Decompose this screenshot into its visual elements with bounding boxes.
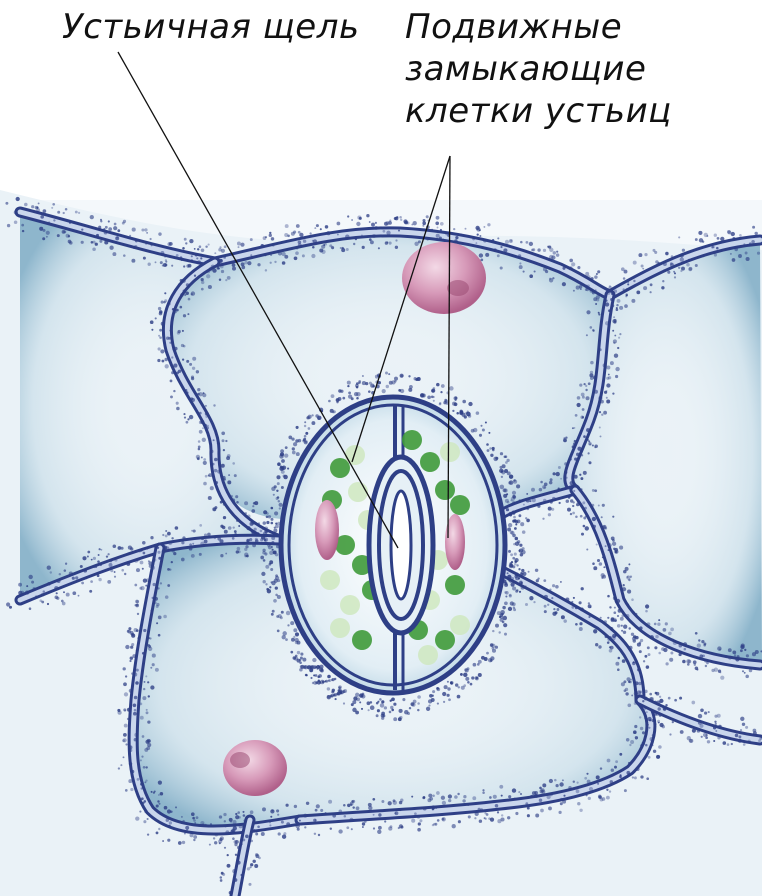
guard-nucleus-left — [315, 500, 339, 560]
chloroplast — [450, 615, 470, 635]
chloroplast — [450, 495, 470, 515]
chloroplast — [402, 430, 422, 450]
label-guard-line-2: замыкающие — [405, 48, 672, 90]
chloroplast — [345, 445, 365, 465]
label-guard-line-1: Подвижные — [405, 6, 672, 48]
chloroplast — [418, 645, 438, 665]
chloroplast — [435, 480, 455, 500]
chloroplast — [435, 630, 455, 650]
chloroplast — [330, 618, 350, 638]
label-guard-cells: Подвижные замыкающие клетки устьиц — [405, 6, 672, 132]
label-stomatal-slit: Устьичная щель — [62, 6, 359, 48]
chloroplast — [352, 630, 372, 650]
nucleus-bottom — [223, 740, 287, 796]
chloroplast — [320, 570, 340, 590]
label-guard-line-3: клетки устьиц — [405, 90, 672, 132]
chloroplast — [440, 442, 460, 462]
chloroplast — [340, 595, 360, 615]
nucleus-top — [402, 242, 486, 314]
chloroplast — [348, 482, 368, 502]
chloroplast — [445, 575, 465, 595]
chloroplast — [420, 452, 440, 472]
